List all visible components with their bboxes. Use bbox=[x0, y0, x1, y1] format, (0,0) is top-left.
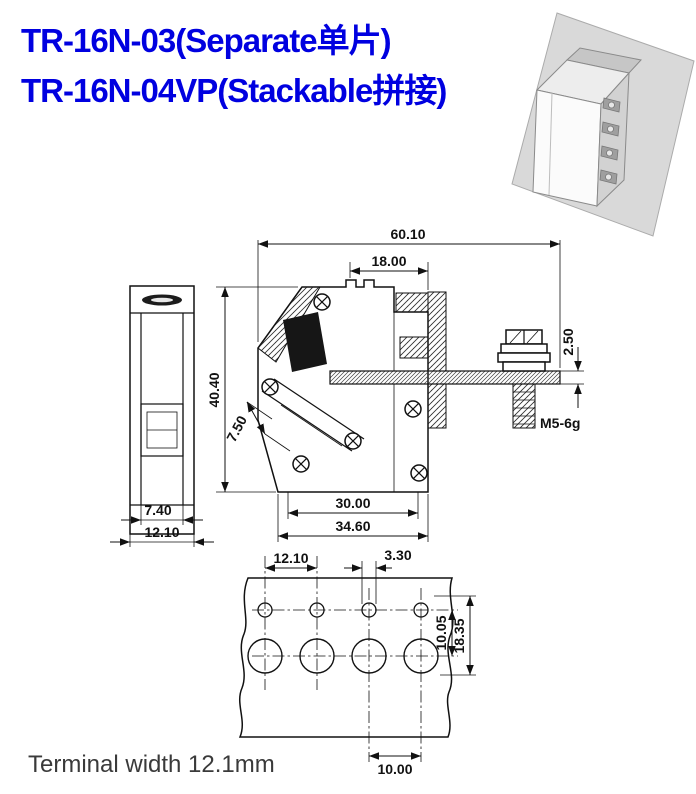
dim-label: 10.00 bbox=[377, 761, 412, 777]
clamp-screw-icon bbox=[607, 125, 614, 133]
small-hole bbox=[413, 602, 429, 618]
model-title-line2: TR-16N-04VP(Stackable拼接) bbox=[21, 71, 447, 109]
screw-icon bbox=[410, 464, 428, 482]
screw-icon bbox=[404, 400, 422, 418]
dim-base-width: 34.60 bbox=[277, 494, 429, 542]
dim-label: 18.00 bbox=[371, 253, 406, 269]
wire-window bbox=[140, 403, 184, 457]
thread-spec-label: M5-6g bbox=[540, 415, 580, 431]
dim-label: 12.10 bbox=[144, 524, 179, 540]
large-holes bbox=[247, 638, 439, 674]
top-slot-inner bbox=[151, 297, 173, 303]
dim-front-inner-width: 7.40 bbox=[121, 502, 203, 525]
dim-front-outer-width: 12.10 bbox=[110, 524, 214, 547]
model-title-line1: TR-16N-03(Separate单片) bbox=[21, 22, 392, 59]
large-hole bbox=[403, 638, 439, 674]
busbar-flange-plate bbox=[329, 370, 561, 385]
dim-pattern-height: 18.35 bbox=[434, 595, 476, 676]
title-block: TR-16N-03(Separate单片) TR-16N-04VP(Stacka… bbox=[21, 22, 447, 109]
front-view-outline bbox=[129, 285, 195, 535]
inner-hatch-block bbox=[399, 336, 429, 359]
dim-label: 7.50 bbox=[223, 413, 250, 445]
small-hole bbox=[257, 602, 273, 618]
flat-washer bbox=[497, 352, 551, 363]
dim-overall-length: 60.10 bbox=[257, 226, 561, 368]
front-face-detail-line bbox=[548, 92, 553, 196]
screw-icon bbox=[313, 293, 331, 311]
large-hole bbox=[247, 638, 283, 674]
stack-wall-upper bbox=[427, 291, 447, 372]
clamp-plate bbox=[502, 361, 546, 372]
section-screws bbox=[261, 293, 428, 482]
dim-small-hole-dia: 3.30 bbox=[344, 547, 412, 604]
clamp-screw-icon bbox=[608, 101, 615, 109]
footprint-view: 12.10 3.30 10.05 18.35 bbox=[238, 547, 476, 777]
large-hole bbox=[351, 638, 387, 674]
spring-washer bbox=[500, 343, 548, 354]
dim-label: 40.40 bbox=[206, 372, 222, 407]
small-hole bbox=[309, 602, 325, 618]
dim-label: 3.30 bbox=[384, 547, 411, 563]
dim-label: 10.05 bbox=[433, 615, 449, 650]
screw-icon bbox=[261, 378, 279, 396]
dim-label: 7.40 bbox=[144, 502, 171, 518]
mounting-screw-assembly bbox=[497, 329, 551, 429]
stack-wall-lower bbox=[427, 383, 447, 429]
dim-label: 60.10 bbox=[390, 226, 425, 242]
clamp-screw-icon bbox=[606, 149, 613, 157]
dim-row-spacing: 10.05 bbox=[433, 610, 456, 656]
terminal-width-note: Terminal width 12.1mm bbox=[28, 751, 275, 778]
dim-flange-thickness: 2.50 bbox=[560, 328, 584, 408]
dim-label: 18.35 bbox=[451, 618, 467, 653]
dim-bottom-pitch: 10.00 bbox=[369, 752, 421, 777]
clamp-spring bbox=[283, 312, 327, 372]
dim-top-opening: 18.00 bbox=[349, 253, 429, 290]
dim-height: 40.40 bbox=[206, 286, 298, 493]
front-view: 7.40 12.10 bbox=[110, 285, 214, 547]
dim-label: 30.00 bbox=[335, 495, 370, 511]
clamp-screw-icon bbox=[605, 173, 612, 181]
top-right-hatch bbox=[395, 292, 429, 313]
large-hole bbox=[299, 638, 335, 674]
section-view: 60.10 18.00 40.40 7.50 bbox=[206, 226, 584, 542]
screw-icon bbox=[292, 455, 310, 473]
dim-label: 12.10 bbox=[273, 550, 308, 566]
dim-body-width: 30.00 bbox=[287, 492, 419, 519]
screw-icon bbox=[344, 432, 362, 450]
small-holes bbox=[257, 602, 429, 618]
isometric-view bbox=[511, 12, 695, 237]
dim-label: 2.50 bbox=[560, 328, 576, 355]
threaded-stud bbox=[512, 383, 536, 429]
terminal-front-face bbox=[532, 89, 602, 207]
terminal-clamp-blocks bbox=[599, 97, 621, 185]
dim-hole-pitch: 12.10 bbox=[265, 550, 317, 572]
small-hole bbox=[361, 602, 377, 618]
dim-label: 34.60 bbox=[335, 518, 370, 534]
